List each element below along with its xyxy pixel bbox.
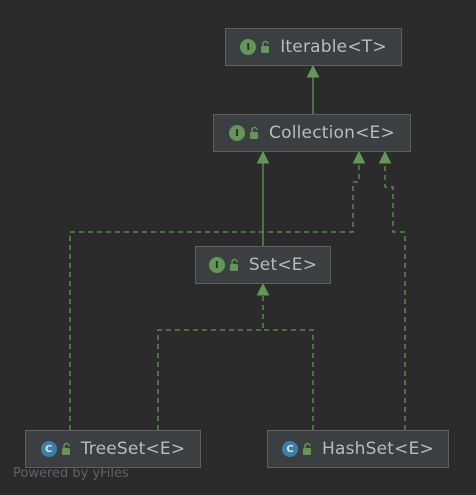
open-lock-icon xyxy=(250,126,259,139)
open-lock-icon xyxy=(61,442,70,455)
node-label: HashSet<E> xyxy=(322,439,434,459)
interface-icon: I xyxy=(229,125,246,141)
node-iterable[interactable]: I Iterable<T> xyxy=(225,28,402,66)
node-label: Collection<E> xyxy=(269,123,395,143)
node-hashset[interactable]: C HashSet<E> xyxy=(267,430,449,468)
class-icon: C xyxy=(282,441,298,457)
node-label: Iterable<T> xyxy=(280,37,387,57)
open-lock-icon xyxy=(303,442,311,455)
edge-hashset-implements-set xyxy=(263,329,314,430)
interface-icon: I xyxy=(240,39,257,55)
edge-hashset-implements-collection xyxy=(378,150,406,430)
edge-treeset-implements-collection xyxy=(69,150,366,430)
class-icon: C xyxy=(40,441,57,457)
open-lock-icon xyxy=(229,258,238,271)
node-treeset[interactable]: C TreeSet<E> xyxy=(25,430,201,468)
interface-icon: I xyxy=(208,257,225,273)
open-lock-icon xyxy=(261,40,270,53)
powered-by-watermark: Powered by yFiles xyxy=(13,466,129,481)
node-set[interactable]: I Set<E> xyxy=(195,246,331,284)
edge-treeset-implements-set xyxy=(157,282,270,430)
node-label: Set<E> xyxy=(248,255,318,275)
node-collection[interactable]: I Collection<E> xyxy=(213,114,411,152)
node-label: TreeSet<E> xyxy=(80,439,186,459)
